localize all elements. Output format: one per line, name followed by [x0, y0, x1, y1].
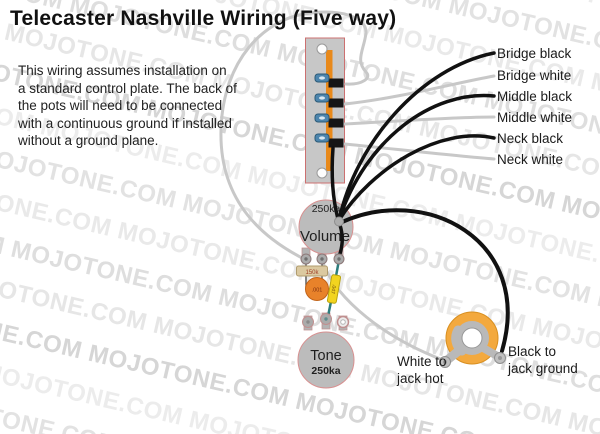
volume-to-jack-ground-wire — [338, 208, 510, 353]
switch-terminal-2 — [328, 98, 344, 108]
middle-white-wire — [343, 115, 496, 126]
svg-text:150k: 150k — [305, 270, 319, 276]
switch-blade — [326, 50, 333, 171]
tone-lug-heads — [302, 313, 350, 329]
jack-lugs — [439, 352, 506, 368]
switch-lugs — [314, 73, 330, 143]
label-jack-hot: White to jack hot — [397, 354, 447, 386]
output-jack — [441, 311, 503, 366]
tone-pot-label: Tone — [310, 348, 341, 364]
switch-ground-wire — [330, 146, 340, 221]
switch-terminal-3 — [328, 118, 344, 128]
treble-bleed-resistor: 150k — [296, 265, 328, 277]
jack-ring — [455, 321, 489, 355]
white-wires — [219, 10, 496, 362]
volume-to-jack-hot-wire — [321, 261, 445, 362]
switch-screw-hole-top — [316, 43, 328, 55]
wiring-note: This wiring assumes installation on a st… — [18, 63, 237, 148]
volume-lug-heads — [300, 253, 345, 265]
label-neck-white: Neck white — [497, 152, 564, 167]
neck-black-wire — [337, 134, 496, 222]
treble-bleed-cap: .001 — [305, 277, 329, 301]
bridge-black-wire — [337, 51, 496, 222]
label-middle-white: Middle white — [497, 110, 573, 125]
switch-terminals — [328, 78, 344, 148]
solder-joint — [334, 216, 344, 227]
switch-screw-hole-bottom — [316, 167, 328, 179]
switch-terminal-4 — [328, 138, 344, 148]
switch-to-volume-white-wire — [219, 10, 370, 262]
svg-text:.001: .001 — [312, 288, 323, 294]
tone-pot-body — [297, 331, 355, 389]
volume-pot-value: 250ka — [312, 203, 341, 215]
label-bridge-white: Bridge white — [497, 68, 572, 83]
label-middle-black: Middle black — [497, 89, 573, 104]
middle-black-wire — [337, 93, 496, 222]
label-neck-black: Neck black — [497, 131, 564, 146]
bridge-white-wire — [343, 74, 496, 106]
label-jack-ground: Black to jack ground — [508, 344, 578, 376]
switch-terminal-1 — [328, 78, 344, 88]
jack-hole — [461, 327, 483, 349]
five-way-switch — [305, 37, 345, 184]
volume-pot-label: Volume — [300, 228, 350, 245]
tone-pot-value: 250ka — [311, 365, 340, 377]
black-wires — [330, 51, 510, 353]
page-title: Telecaster Nashville Wiring (Five way) — [10, 7, 397, 30]
svg-text:.047: .047 — [329, 284, 337, 295]
label-bridge-black: Bridge black — [497, 46, 572, 61]
tone-cap: .047 — [326, 274, 342, 304]
neck-white-wire — [343, 142, 496, 161]
switch-body — [305, 37, 345, 184]
